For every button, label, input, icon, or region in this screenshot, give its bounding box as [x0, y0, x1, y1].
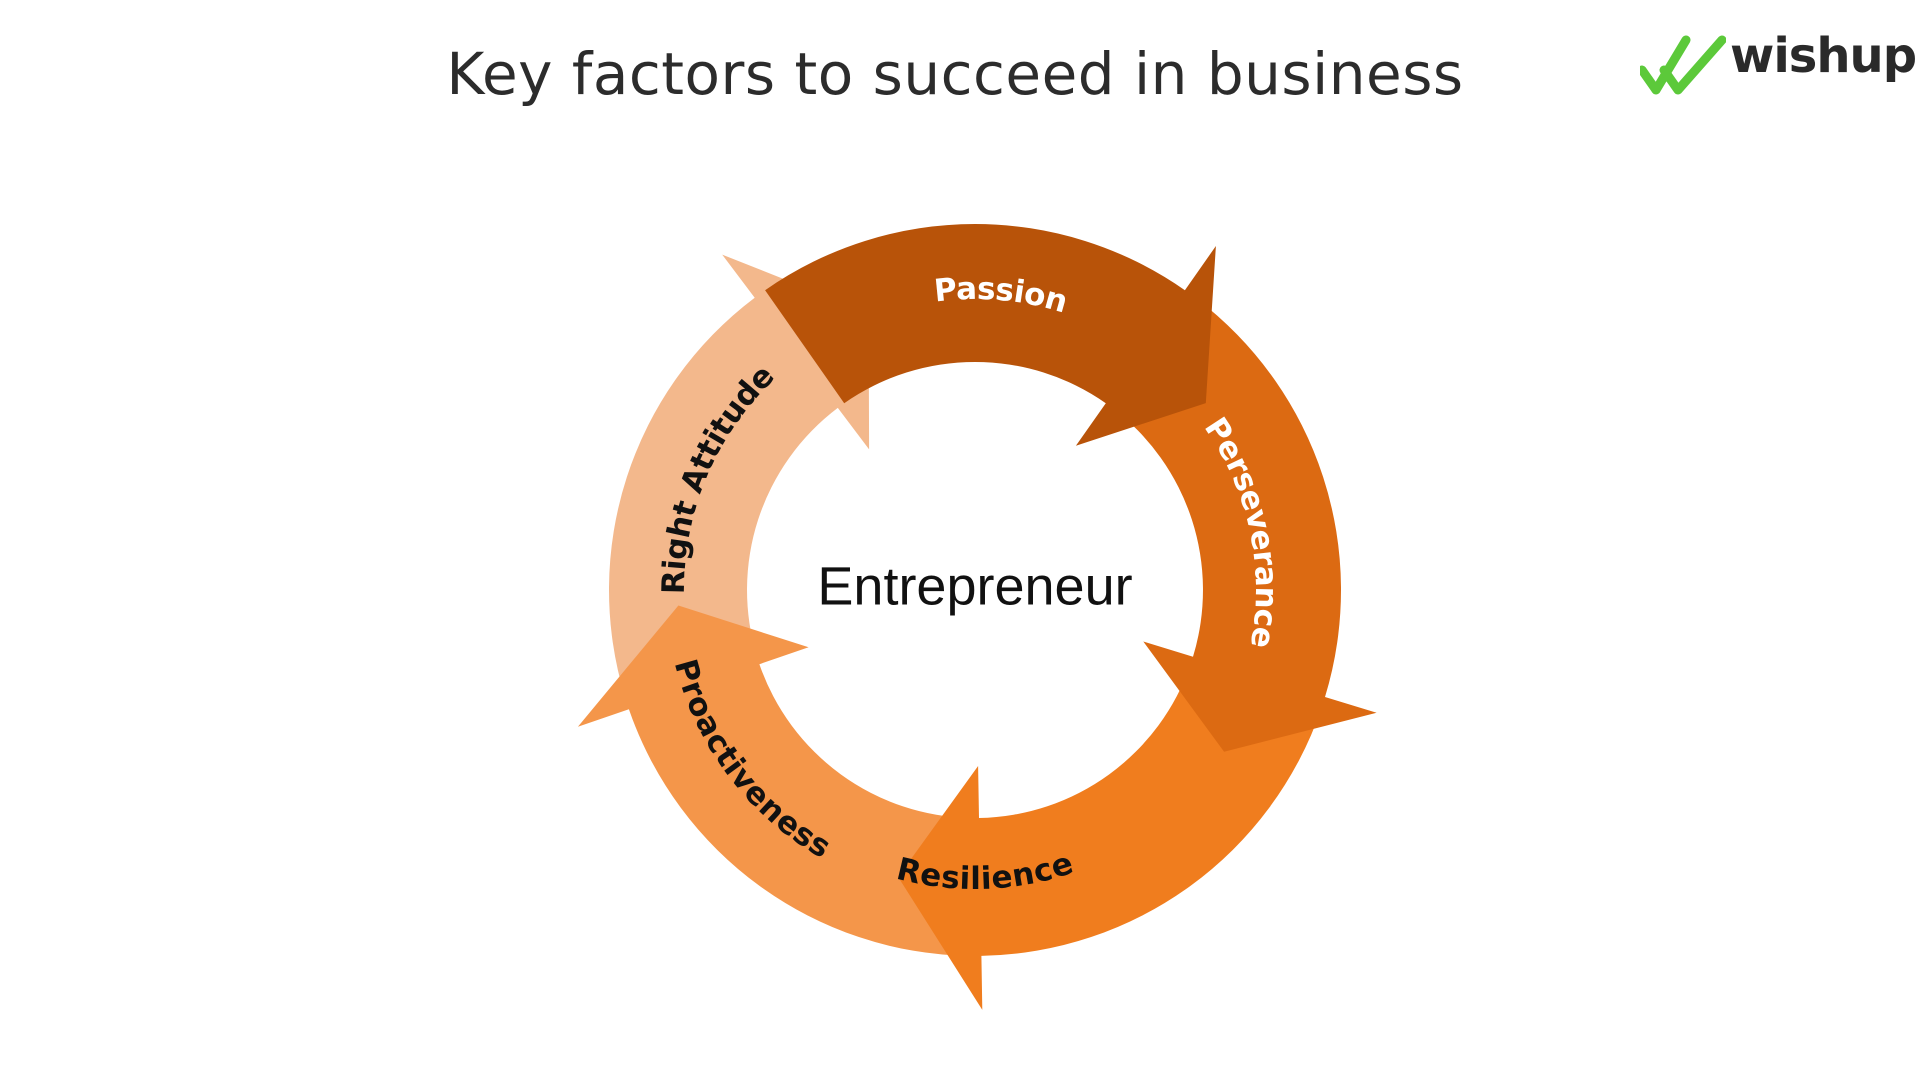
logo-text: wishup [1730, 28, 1917, 84]
cycle-arrow-proactiveness [577, 605, 971, 956]
cycle-arrow-resilience [898, 664, 1322, 1010]
double-check-icon [1640, 35, 1726, 95]
cycle-arrow-right-attitude [609, 254, 870, 697]
center-label: Entrepreneur [817, 556, 1132, 616]
wishup-logo: wishup [1640, 22, 1917, 102]
page-title: Key factors to succeed in business [446, 40, 1464, 108]
cycle-arrow-passion [765, 224, 1216, 446]
cycle-segments [577, 224, 1377, 1010]
